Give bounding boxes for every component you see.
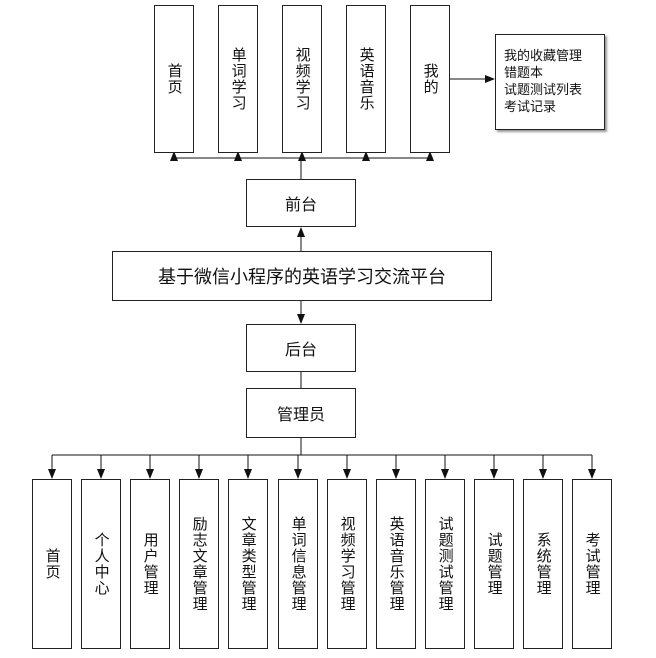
backend-module-personal-center: 个人中心	[81, 479, 121, 649]
backend-module-label: 视频学习管理	[338, 516, 357, 612]
platform-title: 基于微信小程序的英语学习交流平台	[158, 267, 446, 288]
backend-module-label: 系统管理	[534, 532, 553, 596]
frontend-module-word-study: 单词学习	[218, 5, 258, 153]
frontend-module-label: 视频学习	[293, 47, 312, 111]
backend-module-label: 用户管理	[141, 532, 160, 596]
frontend-module-label: 英语音乐	[357, 47, 376, 111]
backend-module-label: 试题测试管理	[436, 516, 455, 612]
backend-module-label: 英语音乐管理	[387, 516, 406, 612]
backend-node: 后台	[246, 324, 356, 372]
mine-detail-item: 错题本	[504, 66, 544, 81]
backend-module-exam-manage: 考试管理	[572, 479, 612, 649]
backend-module-test-manage: 试题测试管理	[425, 479, 465, 649]
backend-module-label: 首页	[43, 548, 62, 580]
backend-module-label: 个人中心	[92, 532, 111, 596]
backend-module-article-manage: 励志文章管理	[179, 479, 219, 649]
mine-detail-item: 试题测试列表	[504, 83, 583, 98]
backend-label: 后台	[284, 340, 317, 359]
backend-module-label: 考试管理	[583, 532, 602, 596]
frontend-node: 前台	[246, 179, 356, 227]
mine-detail-item: 我的收藏管理	[504, 49, 583, 64]
frontend-module-label: 我的	[421, 63, 440, 95]
admin-node: 管理员	[246, 388, 356, 438]
frontend-module-video-study: 视频学习	[282, 5, 322, 153]
frontend-module-english-music: 英语音乐	[346, 5, 386, 153]
platform-title-node: 基于微信小程序的英语学习交流平台	[112, 251, 492, 301]
backend-module-system-manage: 系统管理	[523, 479, 563, 649]
frontend-module-home: 首页	[154, 5, 194, 153]
mine-detail-note: 我的收藏管理 错题本 试题测试列表 考试记录	[495, 34, 605, 130]
admin-label: 管理员	[276, 405, 325, 424]
backend-module-label: 试题管理	[485, 532, 504, 596]
backend-module-user-manage: 用户管理	[130, 479, 170, 649]
frontend-module-mine: 我的	[410, 5, 450, 153]
backend-module-question-manage: 试题管理	[474, 479, 514, 649]
backend-module-english-music-manage: 英语音乐管理	[376, 479, 416, 649]
backend-module-video-study-manage: 视频学习管理	[327, 479, 367, 649]
backend-module-word-info-manage: 单词信息管理	[278, 479, 318, 649]
backend-module-label: 文章类型管理	[239, 516, 258, 612]
frontend-module-label: 单词学习	[229, 47, 248, 111]
backend-module-home: 首页	[32, 479, 72, 649]
backend-module-article-type-manage: 文章类型管理	[228, 479, 268, 649]
frontend-module-label: 首页	[165, 63, 184, 95]
backend-module-label: 单词信息管理	[289, 516, 308, 612]
mine-detail-item: 考试记录	[504, 100, 557, 115]
frontend-label: 前台	[284, 195, 317, 214]
backend-module-label: 励志文章管理	[190, 516, 209, 612]
